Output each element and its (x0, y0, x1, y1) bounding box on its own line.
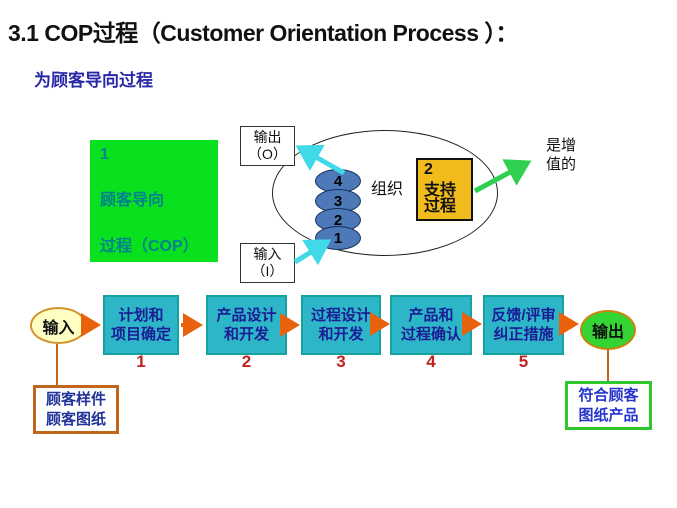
flow-step-2-line2: 和开发 (223, 326, 269, 343)
flow-step-3-line1: 过程设计 (310, 306, 371, 324)
customer-output-line2: 图纸产品 (578, 406, 639, 424)
flow-step-4-line1: 产品和 (408, 306, 454, 324)
customer-input-line1: 顾客样件 (45, 391, 106, 408)
output-o-line1: 输出 (253, 129, 282, 145)
slide-title: 3.1 COP过程（Customer Orientation Process ）… (8, 20, 518, 46)
support-box-line1: 支持 (424, 182, 457, 199)
flow-step-4-number: 4 (426, 352, 436, 371)
flow-step-5-number: 5 (518, 352, 529, 371)
flow-step-3-number: 3 (336, 352, 346, 371)
organization-label: 组织 (371, 181, 404, 198)
input-i-line2: （I） (251, 262, 284, 279)
process-circle-1: 1 (315, 226, 361, 250)
cop-box-number: 1 (100, 146, 109, 163)
cop-box-line1: 顾客导向 (100, 192, 165, 209)
support-box-line2: 过程 (424, 198, 457, 215)
flow-step-3-line2: 和开发 (318, 326, 364, 343)
flow-step-1-box: 计划和 项目确定 (103, 295, 179, 355)
flow-step-5-line1: 反馈/评审 (491, 306, 556, 324)
flow-end-ellipse: 输出 (580, 310, 636, 350)
slide-subtitle: 为顾客导向过程 (34, 71, 153, 90)
flow-step-1-line1: 计划和 (118, 306, 164, 324)
customer-input-note: 顾客样件 顾客图纸 (33, 385, 119, 434)
cop-process-box: 1 顾客导向 过程（COP） (90, 140, 218, 262)
flow-step-3-box: 过程设计 和开发 (301, 295, 381, 355)
value-added-line1: 是增 (546, 137, 577, 154)
input-i-box: 输入 （I） (240, 243, 295, 283)
support-box-number: 2 (424, 161, 433, 178)
flow-step-2-line1: 产品设计 (216, 306, 277, 324)
output-o-line2: （O） (248, 145, 287, 162)
customer-output-line1: 符合顾客 (578, 387, 639, 404)
flow-step-2-number: 2 (241, 352, 252, 371)
flow-start-ellipse: 输入 (30, 307, 87, 344)
flow-step-1-line2: 项目确定 (110, 326, 171, 343)
output-o-box: 输出 （O） (240, 126, 295, 166)
customer-output-note: 符合顾客 图纸产品 (565, 381, 652, 430)
support-process-box: 2 支持 过程 (416, 158, 473, 221)
flow-step-2-box: 产品设计 和开发 (206, 295, 287, 355)
flow-step-1-number: 1 (136, 352, 146, 371)
flow-step-5-box: 反馈/评审 纠正措施 (483, 295, 564, 355)
flow-step-5-line2: 纠正措施 (493, 326, 554, 343)
flow-step-4-line2: 过程确认 (400, 326, 461, 343)
flow-step-4-box: 产品和 过程确认 (390, 295, 472, 355)
value-added-line2: 值的 (546, 155, 577, 173)
input-i-line1: 输入 (253, 246, 282, 262)
customer-input-line2: 顾客图纸 (45, 410, 106, 428)
cop-box-line2: 过程（COP） (100, 238, 199, 255)
value-added-note: 是增 值的 (546, 137, 576, 175)
